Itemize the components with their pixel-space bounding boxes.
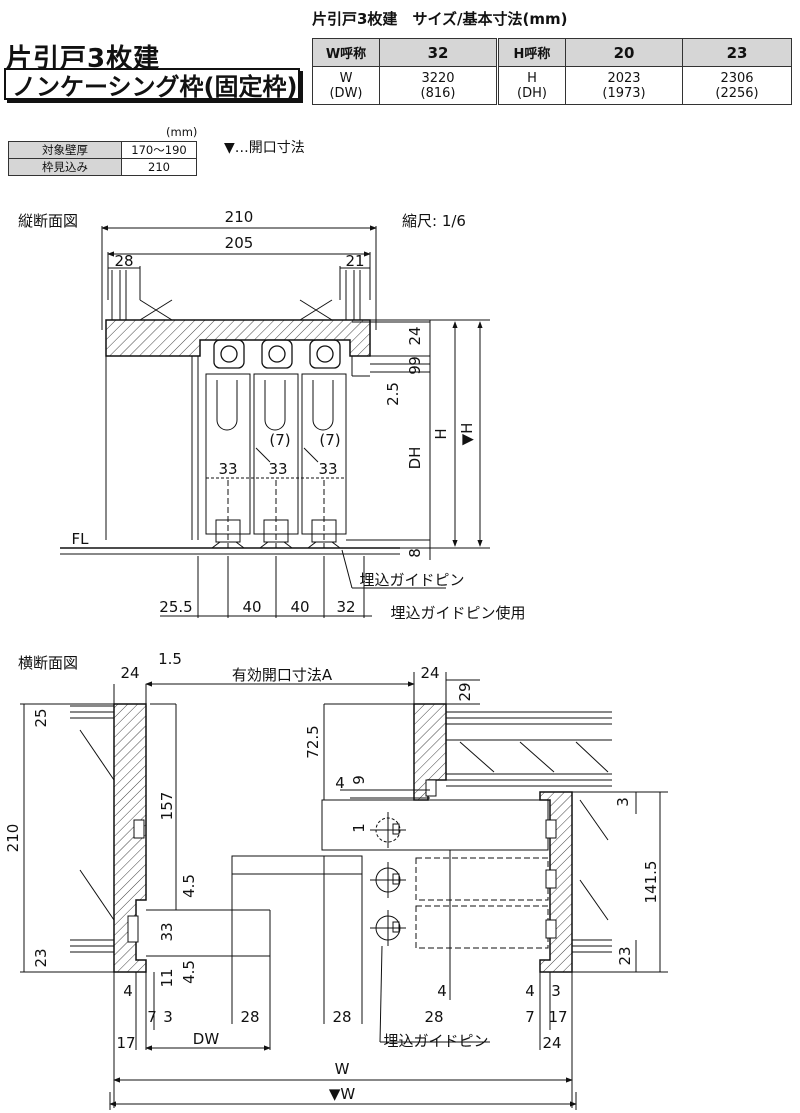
h-dim-23b: 23 — [616, 946, 634, 965]
h-dim-1: 1 — [350, 823, 368, 833]
horizontal-section — [20, 672, 668, 1110]
v-dim-40a: 40 — [242, 598, 261, 616]
h-value-23: 2306(2256) — [682, 66, 792, 105]
h-dim-24c: 24 — [542, 1034, 561, 1052]
h-dim-24b: 24 — [420, 664, 439, 682]
h-dim-28a: 28 — [240, 1008, 259, 1026]
wall-row2-label: 枠見込み — [8, 158, 122, 176]
h-dim-17a: 17 — [116, 1034, 135, 1052]
opening-legend: ▼…開口寸法 — [224, 140, 305, 156]
v-dim-21: 21 — [345, 252, 364, 270]
v-dim-40b: 40 — [290, 598, 309, 616]
h-dim-28b: 28 — [332, 1008, 351, 1026]
v-dim-7b: (7) — [319, 431, 340, 449]
v-dim-33c: 33 — [318, 460, 337, 478]
h-dim-11: 11 — [158, 968, 176, 987]
h-dim-29: 29 — [456, 682, 474, 701]
spec-table-title: 片引戸3枚建 サイズ/基本寸法(mm) — [312, 10, 568, 28]
spec-table-w: W呼称 32 W(DW) 3220(816) — [312, 38, 497, 105]
v-dim-8: 8 — [406, 548, 424, 558]
h-dim-7a: 7 — [147, 1008, 157, 1026]
horizontal-title: 横断面図 — [18, 654, 78, 672]
v-dim-205: 205 — [225, 234, 254, 252]
h-dim-4-5b: 4.5 — [180, 960, 198, 984]
scale-label: 縮尺: 1/6 — [402, 212, 466, 230]
h-dim-25: 25 — [32, 708, 50, 727]
v-dim-33a: 33 — [218, 460, 237, 478]
h-dim-24a: 24 — [120, 664, 139, 682]
v-dim-33b: 33 — [268, 460, 287, 478]
h-dim-w: W — [335, 1060, 350, 1078]
h-dim-4b: 4 — [335, 774, 345, 792]
v-dim-h: H — [432, 428, 450, 439]
h-dim-210: 210 — [4, 824, 22, 853]
vertical-section — [60, 225, 490, 618]
v-dim-24: 24 — [406, 326, 424, 345]
floor-level-label: FL — [72, 530, 90, 548]
h-dim-w-opening: ▼W — [329, 1085, 356, 1103]
v-dim-h-opening: ▼H — [458, 423, 476, 446]
h-dim-3c: 3 — [551, 982, 561, 1000]
v-pin-label: 埋込ガイドピン — [359, 571, 464, 589]
h-dim-33: 33 — [158, 922, 176, 941]
h-value-20: 2023(1973) — [565, 66, 683, 105]
h-dim-3a: 3 — [163, 1008, 173, 1026]
h-pin-label: 埋込ガイドピン — [383, 1032, 488, 1050]
v-dim-7a: (7) — [269, 431, 290, 449]
h-dim-72-5: 72.5 — [304, 725, 322, 758]
h-dim-7b: 7 — [525, 1008, 535, 1026]
h-dim-157: 157 — [158, 792, 176, 821]
h-dim-4a: 4 — [123, 982, 133, 1000]
v-dim-9b: 9 — [406, 365, 424, 375]
h-dim-3b: 3 — [614, 797, 632, 807]
h-dim-4-5a: 4.5 — [180, 874, 198, 898]
h-label: H(DH) — [498, 66, 566, 105]
v-dim-25-5: 25.5 — [159, 598, 192, 616]
v-dim-28: 28 — [114, 252, 133, 270]
h-dim-4c: 4 — [437, 982, 447, 1000]
vertical-title: 縦断面図 — [18, 212, 78, 230]
h-dim-28c: 28 — [424, 1008, 443, 1026]
wall-unit: (mm) — [166, 125, 198, 139]
v-dim-dh: DH — [406, 447, 424, 470]
product-subtitle: ノンケーシング枠(固定枠) — [4, 68, 300, 101]
v-dim-32: 32 — [336, 598, 355, 616]
w-value: 3220(816) — [379, 66, 497, 105]
horizontal-section-labels: 横断面図 24 1.5 有効開口寸法A 24 29 25 210 157 4.5… — [4, 650, 660, 1103]
spec-table-h: H呼称 20 23 H(DH) 2023(1973) 2306(2256) — [498, 38, 792, 105]
h-dim-1-5: 1.5 — [158, 650, 182, 668]
h-dim-23a: 23 — [32, 948, 50, 967]
wall-row2-value: 210 — [121, 158, 197, 176]
v-dim-210: 210 — [225, 208, 254, 226]
v-pin-use-label: 埋込ガイドピン使用 — [390, 604, 525, 622]
vertical-section-labels: 縦断面図 縮尺: 1/6 210 205 28 21 24 9 9 2.5 DH… — [18, 208, 526, 622]
product-subtitle-text: ノンケーシング枠(固定枠) — [12, 72, 298, 101]
w-label: W(DW) — [312, 66, 380, 105]
h-size-20: 20 — [565, 38, 683, 67]
h-dim-141-5: 141.5 — [642, 861, 660, 904]
v-dim-9a: 9 — [406, 356, 424, 366]
h-dim-dw: DW — [193, 1030, 220, 1048]
effective-opening-label: 有効開口寸法A — [232, 666, 333, 684]
h-dim-4d: 4 — [525, 982, 535, 1000]
h-header: H呼称 — [498, 38, 566, 67]
wall-table: 対象壁厚 170〜190 枠見込み 210 — [8, 141, 197, 176]
v-dim-2-5: 2.5 — [384, 382, 402, 406]
h-dim-9: 9 — [350, 775, 368, 785]
h-dim-17b: 17 — [548, 1008, 567, 1026]
wall-row1-value: 170〜190 — [121, 141, 197, 159]
